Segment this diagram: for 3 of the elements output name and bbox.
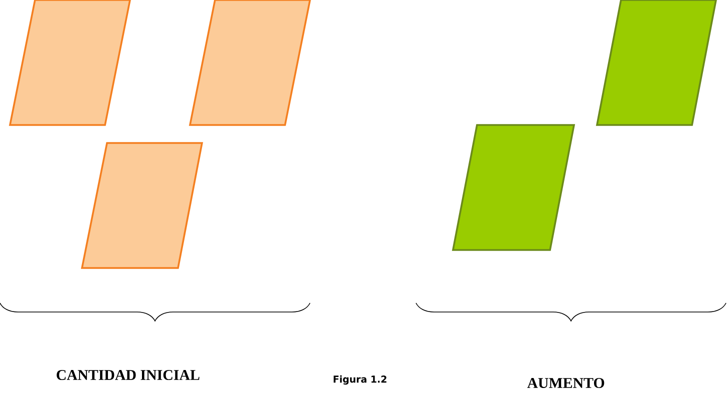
bracket-label: CANTIDAD INICIAL [56,370,200,380]
bracket-label: AUMENTO [527,378,604,388]
figure-caption: Figura 1.2 [334,375,386,385]
